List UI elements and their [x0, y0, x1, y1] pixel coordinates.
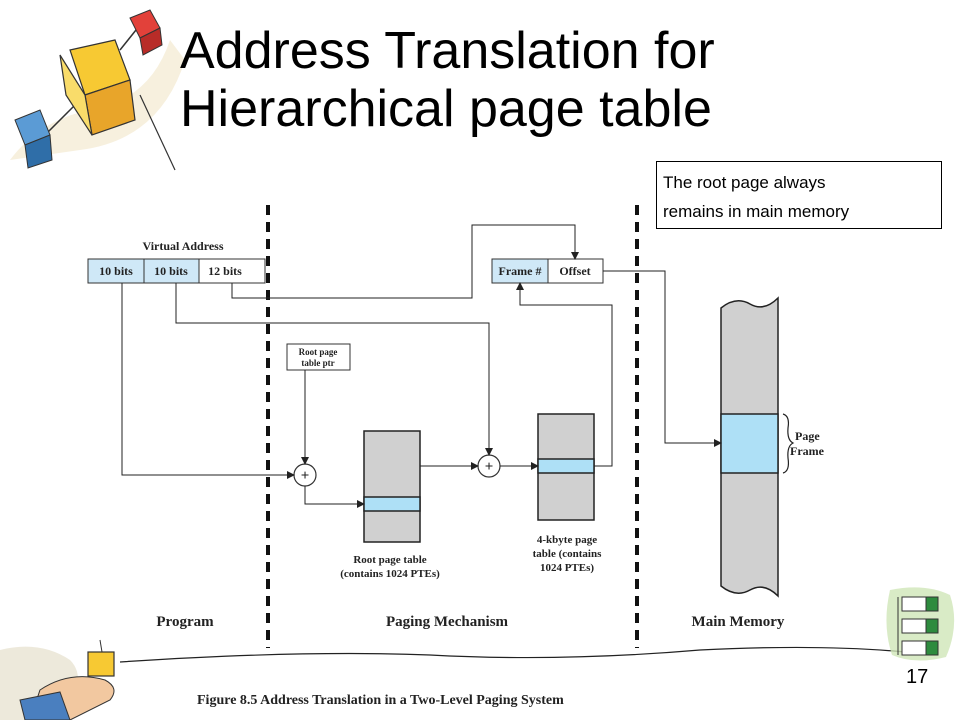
- adder-1-symbol: +: [301, 468, 310, 484]
- arrow-table-to-frame: [516, 282, 613, 467]
- va-field-1: [87, 258, 145, 284]
- second-table-label-3: 1024 PTEs): [540, 562, 594, 574]
- va-field-2: [143, 258, 200, 284]
- root-ptr-line-1: Root page: [299, 347, 338, 357]
- figure-caption: Figure 8.5 Address Translation in a Two-…: [197, 693, 564, 708]
- arrow-adder1-to-root: [304, 486, 365, 508]
- arrow-va1-to-adder1: [121, 283, 295, 479]
- title-line-1: Address Translation for: [180, 22, 715, 80]
- arrow-va2-to-adder2: [175, 283, 493, 456]
- cube-decoration-icon: [10, 9, 185, 171]
- page-number: 17: [906, 666, 929, 688]
- arrow-offset-to-memory: [603, 270, 722, 447]
- root-table-entry: [363, 496, 421, 512]
- root-page-table: [363, 430, 421, 543]
- root-table-label-2: (contains 1024 PTEs): [340, 568, 440, 580]
- va-field-3: [198, 258, 266, 284]
- offset-field-text: Offset: [559, 264, 590, 278]
- arrow-va3-to-offset: [231, 224, 579, 299]
- second-table-entry: [537, 458, 595, 474]
- root-ptr-line-2: table ptr: [301, 358, 334, 368]
- note-line-2: remains in main memory: [663, 202, 850, 221]
- virtual-address-label: Virtual Address: [142, 239, 223, 253]
- decorative-line: [119, 646, 906, 663]
- page-frame: [720, 413, 779, 474]
- page-frame-label-1: Page: [795, 429, 820, 443]
- va-field-3-text: 12 bits: [208, 264, 242, 278]
- va-field-2-text: 10 bits: [154, 264, 188, 278]
- stacked-boxes-icon: [886, 587, 955, 661]
- page-frame-brace: [782, 413, 795, 474]
- note-line-1: The root page always: [663, 173, 826, 192]
- offset-field: [547, 258, 604, 284]
- section-main-memory: Main Memory: [692, 614, 785, 630]
- second-table-label-1: 4-kbyte page: [537, 534, 597, 546]
- root-ptr-box: [286, 343, 351, 371]
- frame-field-text: Frame #: [499, 264, 542, 278]
- va-field-1-text: 10 bits: [99, 264, 133, 278]
- second-table-label-2: table (contains: [533, 548, 602, 560]
- slide-title: Address Translation for Hierarchical pag…: [180, 22, 715, 138]
- root-table-label-1: Root page table: [353, 554, 426, 566]
- hand-holding-cube-icon: [0, 639, 115, 720]
- page-frame-label-2: Frame: [790, 444, 825, 458]
- section-program: Program: [156, 614, 214, 630]
- adder-2-symbol: +: [485, 459, 494, 475]
- note-box: The root page always remains in main mem…: [656, 161, 942, 229]
- title-line-2: Hierarchical page table: [180, 80, 712, 138]
- section-paging-mechanism: Paging Mechanism: [386, 614, 509, 630]
